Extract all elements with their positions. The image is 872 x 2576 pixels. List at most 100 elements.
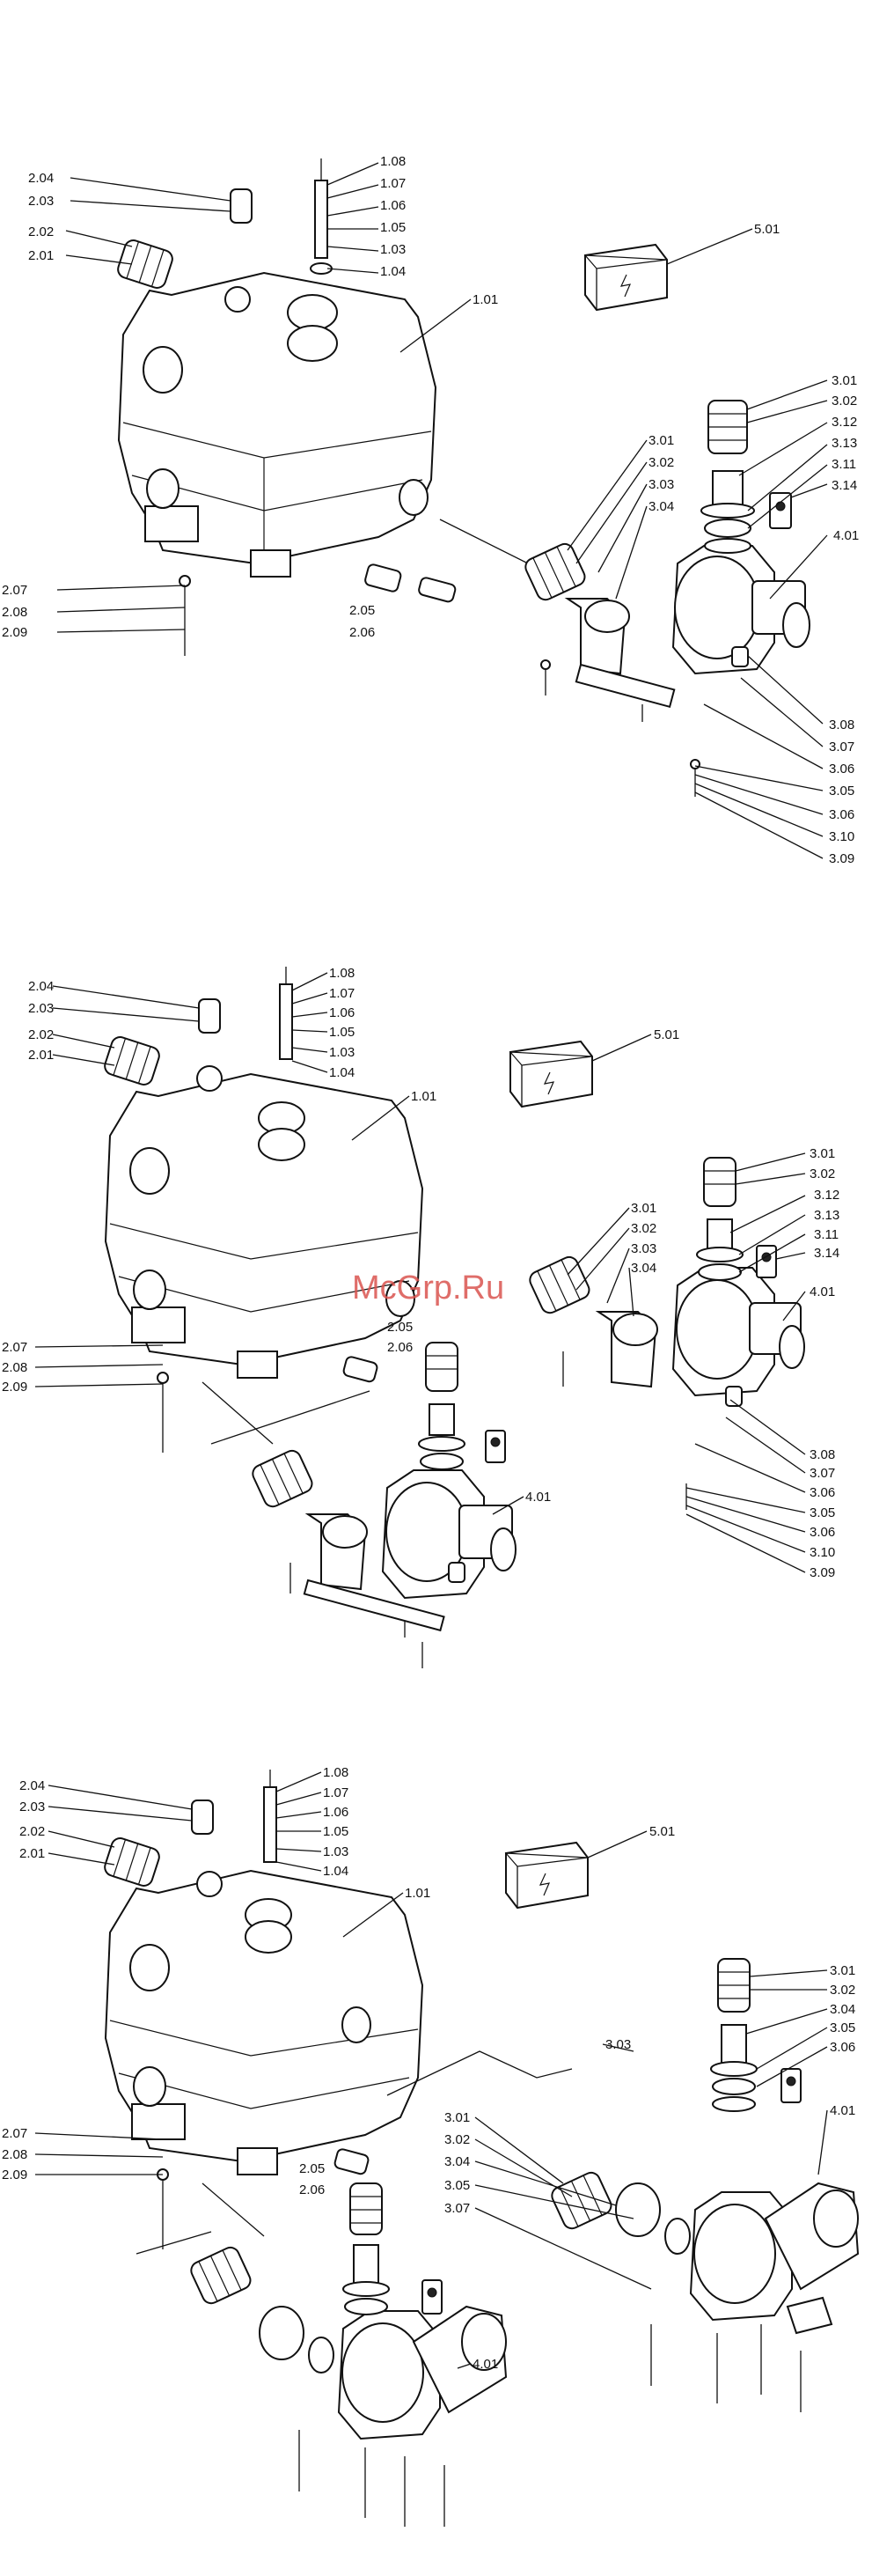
part-label: 4.01 <box>525 1490 551 1505</box>
part-label: 1.01 <box>473 292 498 307</box>
part-label: 2.07 <box>2 583 27 598</box>
part-label: 3.03 <box>631 1241 656 1256</box>
part-label: 3.04 <box>631 1261 656 1276</box>
part-label: 2.09 <box>2 625 27 640</box>
part-label: 4.01 <box>833 528 859 543</box>
side-port <box>146 468 180 509</box>
side-port <box>399 479 429 516</box>
part-label: 1.04 <box>323 1864 348 1879</box>
part-label: 2.05 <box>349 603 375 618</box>
part-label: 3.02 <box>830 1983 855 1998</box>
part-label: 3.06 <box>810 1525 835 1540</box>
part-label: 3.01 <box>649 433 674 448</box>
part-label: 1.06 <box>380 198 406 213</box>
part-label: 3.01 <box>830 1963 855 1978</box>
part-label: 2.06 <box>349 625 375 640</box>
part-label: 3.03 <box>649 477 674 492</box>
part-label: 1.08 <box>323 1765 348 1780</box>
part-label: 2.06 <box>387 1340 413 1355</box>
part-label: 2.08 <box>2 1360 27 1375</box>
part-label: 4.01 <box>830 2103 855 2118</box>
part-label: 3.03 <box>605 2037 631 2052</box>
part-label: 2.04 <box>28 979 54 994</box>
part-label: 3.05 <box>810 1505 835 1520</box>
part-label: 3.06 <box>830 2040 855 2055</box>
part-label: 3.11 <box>832 457 856 472</box>
diagram-3 <box>104 1770 860 2527</box>
part-label: 1.04 <box>329 1065 355 1080</box>
tank-foot <box>250 549 291 578</box>
part-label: 3.10 <box>829 829 854 844</box>
part-label: 1.03 <box>380 242 406 257</box>
tank-foot <box>144 505 199 542</box>
part-label: 3.06 <box>810 1485 835 1500</box>
part-label: 2.04 <box>28 171 54 186</box>
part-label: 3.11 <box>814 1227 839 1242</box>
side-port <box>143 346 183 394</box>
part-label: 3.06 <box>829 762 854 776</box>
part-label: 2.06 <box>299 2182 325 2197</box>
part-label: 1.01 <box>411 1089 436 1104</box>
part-label: 2.04 <box>19 1778 45 1793</box>
part-label: 4.01 <box>473 2357 498 2372</box>
part-label: 2.01 <box>28 248 54 263</box>
part-label: 1.06 <box>323 1805 348 1820</box>
part-label: 3.09 <box>810 1565 835 1580</box>
part-label: 3.14 <box>814 1246 839 1261</box>
part-label: 3.02 <box>444 2132 470 2147</box>
part-label: 2.05 <box>299 2161 325 2176</box>
part-label: 3.07 <box>829 740 854 754</box>
part-label: 2.02 <box>28 1027 54 1042</box>
part-label: 1.03 <box>329 1045 355 1060</box>
part-label: 1.04 <box>380 264 406 279</box>
fitting-204 <box>230 188 253 224</box>
part-label: 2.01 <box>28 1048 54 1063</box>
part-label: 2.03 <box>28 1001 54 1016</box>
part-label: 3.04 <box>830 2002 855 2017</box>
part-label: 1.07 <box>329 986 355 1001</box>
leader-lines <box>34 162 828 2369</box>
probe-108 <box>314 180 328 259</box>
part-label: 3.14 <box>832 478 857 493</box>
part-label: 1.06 <box>329 1005 355 1020</box>
part-label: 4.01 <box>810 1284 835 1299</box>
part-label: 2.01 <box>19 1846 45 1861</box>
control-box-501 <box>583 243 668 312</box>
part-label: 3.07 <box>810 1466 835 1481</box>
part-label: 2.03 <box>28 194 54 209</box>
part-label: 5.01 <box>654 1027 679 1042</box>
part-label: 3.01 <box>832 373 857 388</box>
tank-body <box>117 271 437 565</box>
part-label: 3.12 <box>832 415 857 430</box>
part-label: 2.07 <box>2 2126 27 2141</box>
top-fitting <box>224 286 251 313</box>
part-label: 1.08 <box>329 966 355 981</box>
part-label: 2.09 <box>2 2168 27 2182</box>
part-label: 2.08 <box>2 2147 27 2162</box>
part-label: 2.07 <box>2 1340 27 1355</box>
part-label: 2.05 <box>387 1320 413 1335</box>
part-label: 3.12 <box>814 1188 839 1203</box>
part-label: 3.08 <box>829 718 854 732</box>
part-label: 3.02 <box>810 1167 835 1181</box>
part-label: 3.01 <box>631 1201 656 1216</box>
part-label: 5.01 <box>649 1824 675 1839</box>
part-label: 1.07 <box>380 176 406 191</box>
diagram-1 <box>117 158 810 797</box>
part-label: 2.02 <box>28 224 54 239</box>
part-label: 3.09 <box>829 851 854 866</box>
part-label: 3.10 <box>810 1545 835 1560</box>
part-label: 1.05 <box>329 1025 355 1040</box>
part-label: 2.02 <box>19 1824 45 1839</box>
part-label: 3.06 <box>829 807 854 822</box>
watermark: McGrp.Ru <box>352 1270 504 1306</box>
part-label: 3.01 <box>444 2110 470 2125</box>
part-label: 3.08 <box>810 1447 835 1462</box>
pump-assembly <box>439 400 810 797</box>
part-label: 3.02 <box>631 1221 656 1236</box>
part-label: 2.09 <box>2 1380 27 1395</box>
part-label: 3.07 <box>444 2201 470 2216</box>
part-label: 1.05 <box>323 1824 348 1839</box>
part-label: 1.05 <box>380 220 406 235</box>
